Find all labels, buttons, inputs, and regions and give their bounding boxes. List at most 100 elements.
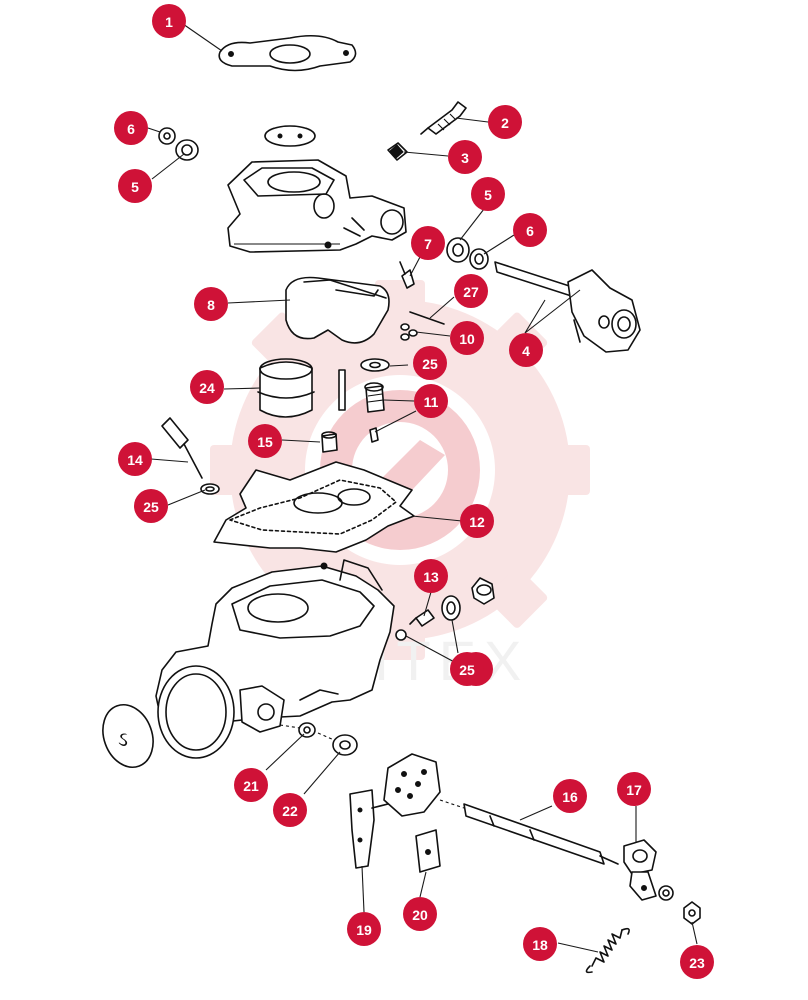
float-part	[285, 276, 390, 344]
washer-part	[446, 237, 470, 263]
gasket-washer-part	[360, 358, 390, 372]
callout-marker: 27	[454, 274, 488, 308]
callout-number: 2	[501, 115, 509, 131]
callout-number: 6	[526, 223, 534, 239]
callout-circle	[414, 559, 448, 593]
jet-part	[321, 431, 338, 453]
callout-marker: 5	[471, 177, 505, 211]
throttle-shaft-part	[439, 799, 619, 865]
adjusting-screw-part	[420, 101, 467, 135]
callout-circle	[234, 768, 268, 802]
callout-circle	[152, 4, 186, 38]
line-art: ઽ	[102, 34, 701, 974]
callout-circle	[190, 370, 224, 404]
nut-part	[658, 885, 674, 901]
callout-circle	[553, 779, 587, 813]
callout-marker: 11	[414, 384, 448, 418]
callout-marker: 7	[411, 226, 445, 260]
callout-number: 16	[562, 789, 578, 805]
callout-number: 13	[423, 569, 439, 585]
callout-number: 27	[463, 284, 479, 300]
callout-number: 21	[243, 778, 259, 794]
callout-marker: 22	[273, 793, 307, 827]
needle-seat-part	[400, 323, 418, 341]
plug-disc-part	[264, 125, 316, 147]
throttle-lever-plate-part	[383, 753, 441, 817]
callout-marker: 19	[347, 912, 381, 946]
lock-nut-part	[683, 901, 701, 925]
callout-number: 11	[424, 394, 439, 410]
callout-circle	[471, 177, 505, 211]
svg-text:ઽ: ઽ	[118, 729, 128, 751]
bushing-part	[332, 734, 358, 756]
callout-circle	[448, 140, 482, 174]
callout-number: 25	[143, 499, 159, 515]
callout-number: 7	[424, 236, 432, 252]
callout-number: 6	[127, 121, 135, 137]
throttle-lever-part	[349, 789, 389, 869]
accelerator-pump-part	[257, 358, 315, 418]
callout-marker: 21	[234, 768, 268, 802]
callout-number: 20	[412, 907, 428, 923]
callout-marker: 20	[403, 897, 437, 931]
callout-number: 3	[461, 150, 469, 166]
callout-marker: 4	[509, 333, 543, 367]
callout-marker: 15	[248, 424, 282, 458]
callout-circle	[450, 652, 484, 686]
return-spring-part	[585, 927, 630, 974]
callout-number: 4	[522, 343, 530, 359]
callout-number: 5	[131, 179, 139, 195]
washer-part	[200, 483, 220, 495]
callout-circle	[460, 504, 494, 538]
callout-marker: 1	[152, 4, 186, 38]
callout-circle	[454, 274, 488, 308]
callout-number: 24	[199, 380, 215, 396]
callout-circle	[273, 793, 307, 827]
callout-marker: 8	[194, 287, 228, 321]
callout-circle	[523, 927, 557, 961]
seal-ring-part	[469, 248, 489, 270]
washer-part	[298, 722, 316, 738]
callout-circle	[450, 321, 484, 355]
callout-circle	[488, 105, 522, 139]
callout-circle	[680, 945, 714, 979]
body-gasket-part	[213, 461, 415, 553]
callout-number: 25	[422, 356, 438, 372]
callout-number: 22	[282, 803, 298, 819]
callout-marker: 6	[114, 111, 148, 145]
idle-needle-part	[161, 417, 203, 479]
callout-circle	[118, 442, 152, 476]
callout-number: 12	[469, 514, 485, 530]
callout-marker: 24	[190, 370, 224, 404]
callout-marker: 18	[523, 927, 557, 961]
callout-marker: 10	[450, 321, 484, 355]
air-horn-body-part	[227, 159, 407, 253]
callout-marker: 2	[488, 105, 522, 139]
fast-idle-lever-part	[623, 839, 657, 901]
throttle-plate-part: ઽ	[102, 704, 154, 768]
small-screw-part	[387, 142, 408, 161]
leader-lines	[147, 23, 698, 953]
callout-number: 8	[207, 297, 215, 313]
callout-marker: 23	[680, 945, 714, 979]
bracket-part	[415, 829, 441, 873]
callout-circle	[509, 333, 543, 367]
callout-circle	[118, 169, 152, 203]
callout-number: 14	[127, 452, 143, 468]
carburetor-body-part	[155, 559, 395, 759]
callout-marker: 25	[413, 346, 447, 380]
callout-marker: 14	[118, 442, 152, 476]
callout-circle	[194, 287, 228, 321]
callout-circle	[513, 213, 547, 247]
callout-circle	[114, 111, 148, 145]
choke-shaft-part	[494, 261, 641, 353]
callout-circle	[248, 424, 282, 458]
washer-part	[441, 595, 461, 621]
gasket-washer-part	[395, 629, 407, 641]
callout-number: 17	[626, 782, 642, 798]
callout-number: 15	[257, 434, 273, 450]
callout-number: 19	[356, 922, 372, 938]
